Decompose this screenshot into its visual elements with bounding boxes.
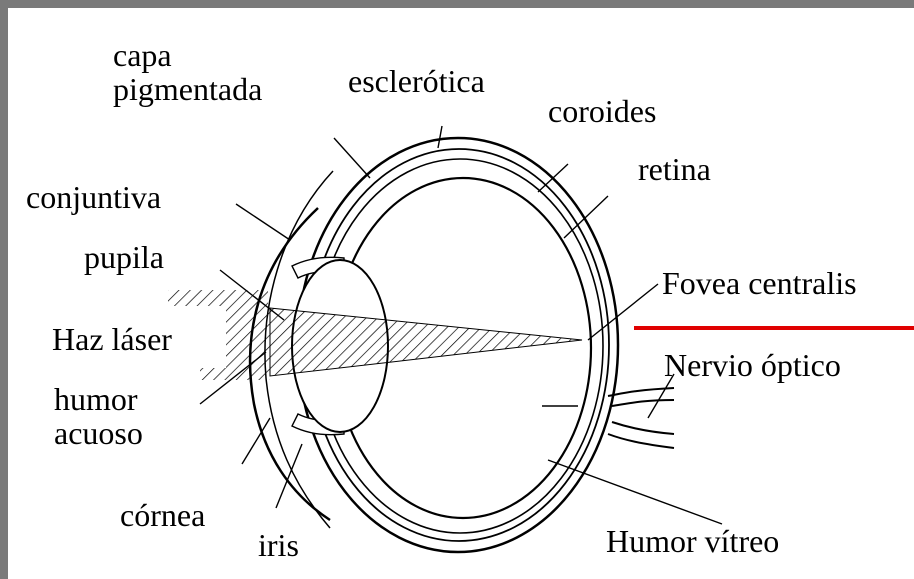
label-iris: iris	[258, 528, 299, 562]
label-cornea: córnea	[120, 498, 205, 532]
diagram-frame: capa pigmentada esclerótica coroides ret…	[8, 8, 914, 579]
label-haz-laser: Haz láser	[52, 322, 172, 356]
label-conjuntiva: conjuntiva	[26, 180, 161, 214]
label-humor-acuoso: humor acuoso	[54, 382, 143, 450]
laser-beam-focus	[270, 308, 582, 376]
laser-beam-in-body	[226, 306, 270, 368]
label-nervio-optico: Nervio óptico	[664, 348, 841, 382]
laser-beam-in-bottom	[200, 368, 270, 380]
label-pigmentada: pigmentada	[113, 72, 262, 106]
label-humor-vitreo: Humor vítreo	[606, 524, 779, 558]
label-acuoso: acuoso	[54, 416, 143, 450]
optic-nerve	[608, 388, 674, 448]
label-fovea-centralis: Fovea centralis	[662, 266, 857, 300]
label-esclerotica: esclerótica	[348, 64, 485, 98]
label-capa: capa	[113, 38, 262, 72]
label-coroides: coroides	[548, 94, 656, 128]
laser-beam-in-top	[168, 290, 268, 306]
label-pupila: pupila	[84, 240, 164, 274]
label-capa-pigmentada: capa pigmentada	[113, 38, 262, 106]
label-retina: retina	[638, 152, 711, 186]
label-humor: humor	[54, 382, 143, 416]
